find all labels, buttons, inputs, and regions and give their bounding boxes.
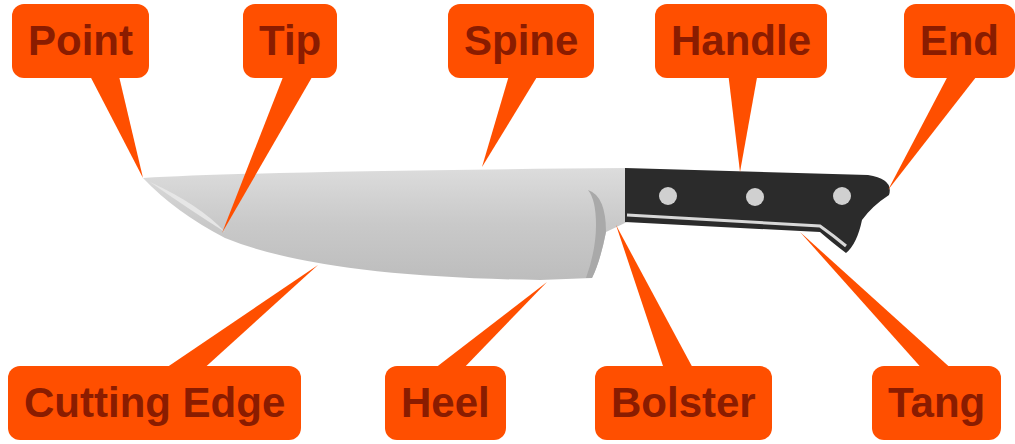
callout-label: Bolster bbox=[595, 366, 772, 440]
callout-tail bbox=[800, 232, 955, 372]
callout-label: End bbox=[904, 4, 1015, 78]
handle-rivet bbox=[659, 187, 677, 205]
callout-label: Cutting Edge bbox=[8, 366, 301, 440]
part-name: Spine bbox=[464, 20, 578, 62]
callout-label: Tip bbox=[243, 4, 337, 78]
callout-tail bbox=[222, 72, 315, 233]
knife-handle bbox=[625, 168, 890, 253]
callout-tail bbox=[888, 72, 980, 190]
part-name: Tip bbox=[259, 20, 321, 62]
part-name: Heel bbox=[401, 382, 490, 424]
part-name: Tang bbox=[888, 382, 985, 424]
knife-blade bbox=[143, 168, 627, 280]
callout-label: Tang bbox=[872, 366, 1001, 440]
part-name: Handle bbox=[671, 20, 811, 62]
callout-tail bbox=[160, 265, 318, 372]
part-name: Point bbox=[28, 20, 133, 62]
callout-label: Handle bbox=[655, 4, 827, 78]
callout-tail bbox=[482, 72, 540, 167]
blade-bevel bbox=[150, 182, 225, 232]
callout-tail bbox=[616, 225, 695, 372]
callout-tail bbox=[88, 72, 143, 178]
callout-label: Point bbox=[12, 4, 149, 78]
knife-bolster bbox=[586, 190, 606, 278]
handle-rivet bbox=[746, 188, 764, 206]
handle-rivet bbox=[833, 187, 851, 205]
callout-label: Heel bbox=[385, 366, 506, 440]
part-name: Cutting Edge bbox=[24, 382, 285, 424]
part-name: Bolster bbox=[611, 382, 756, 424]
part-name: End bbox=[920, 20, 999, 62]
callout-tail bbox=[430, 282, 547, 372]
knife-tang bbox=[627, 215, 846, 246]
callout-label: Spine bbox=[448, 4, 594, 78]
callout-tail bbox=[728, 72, 758, 172]
